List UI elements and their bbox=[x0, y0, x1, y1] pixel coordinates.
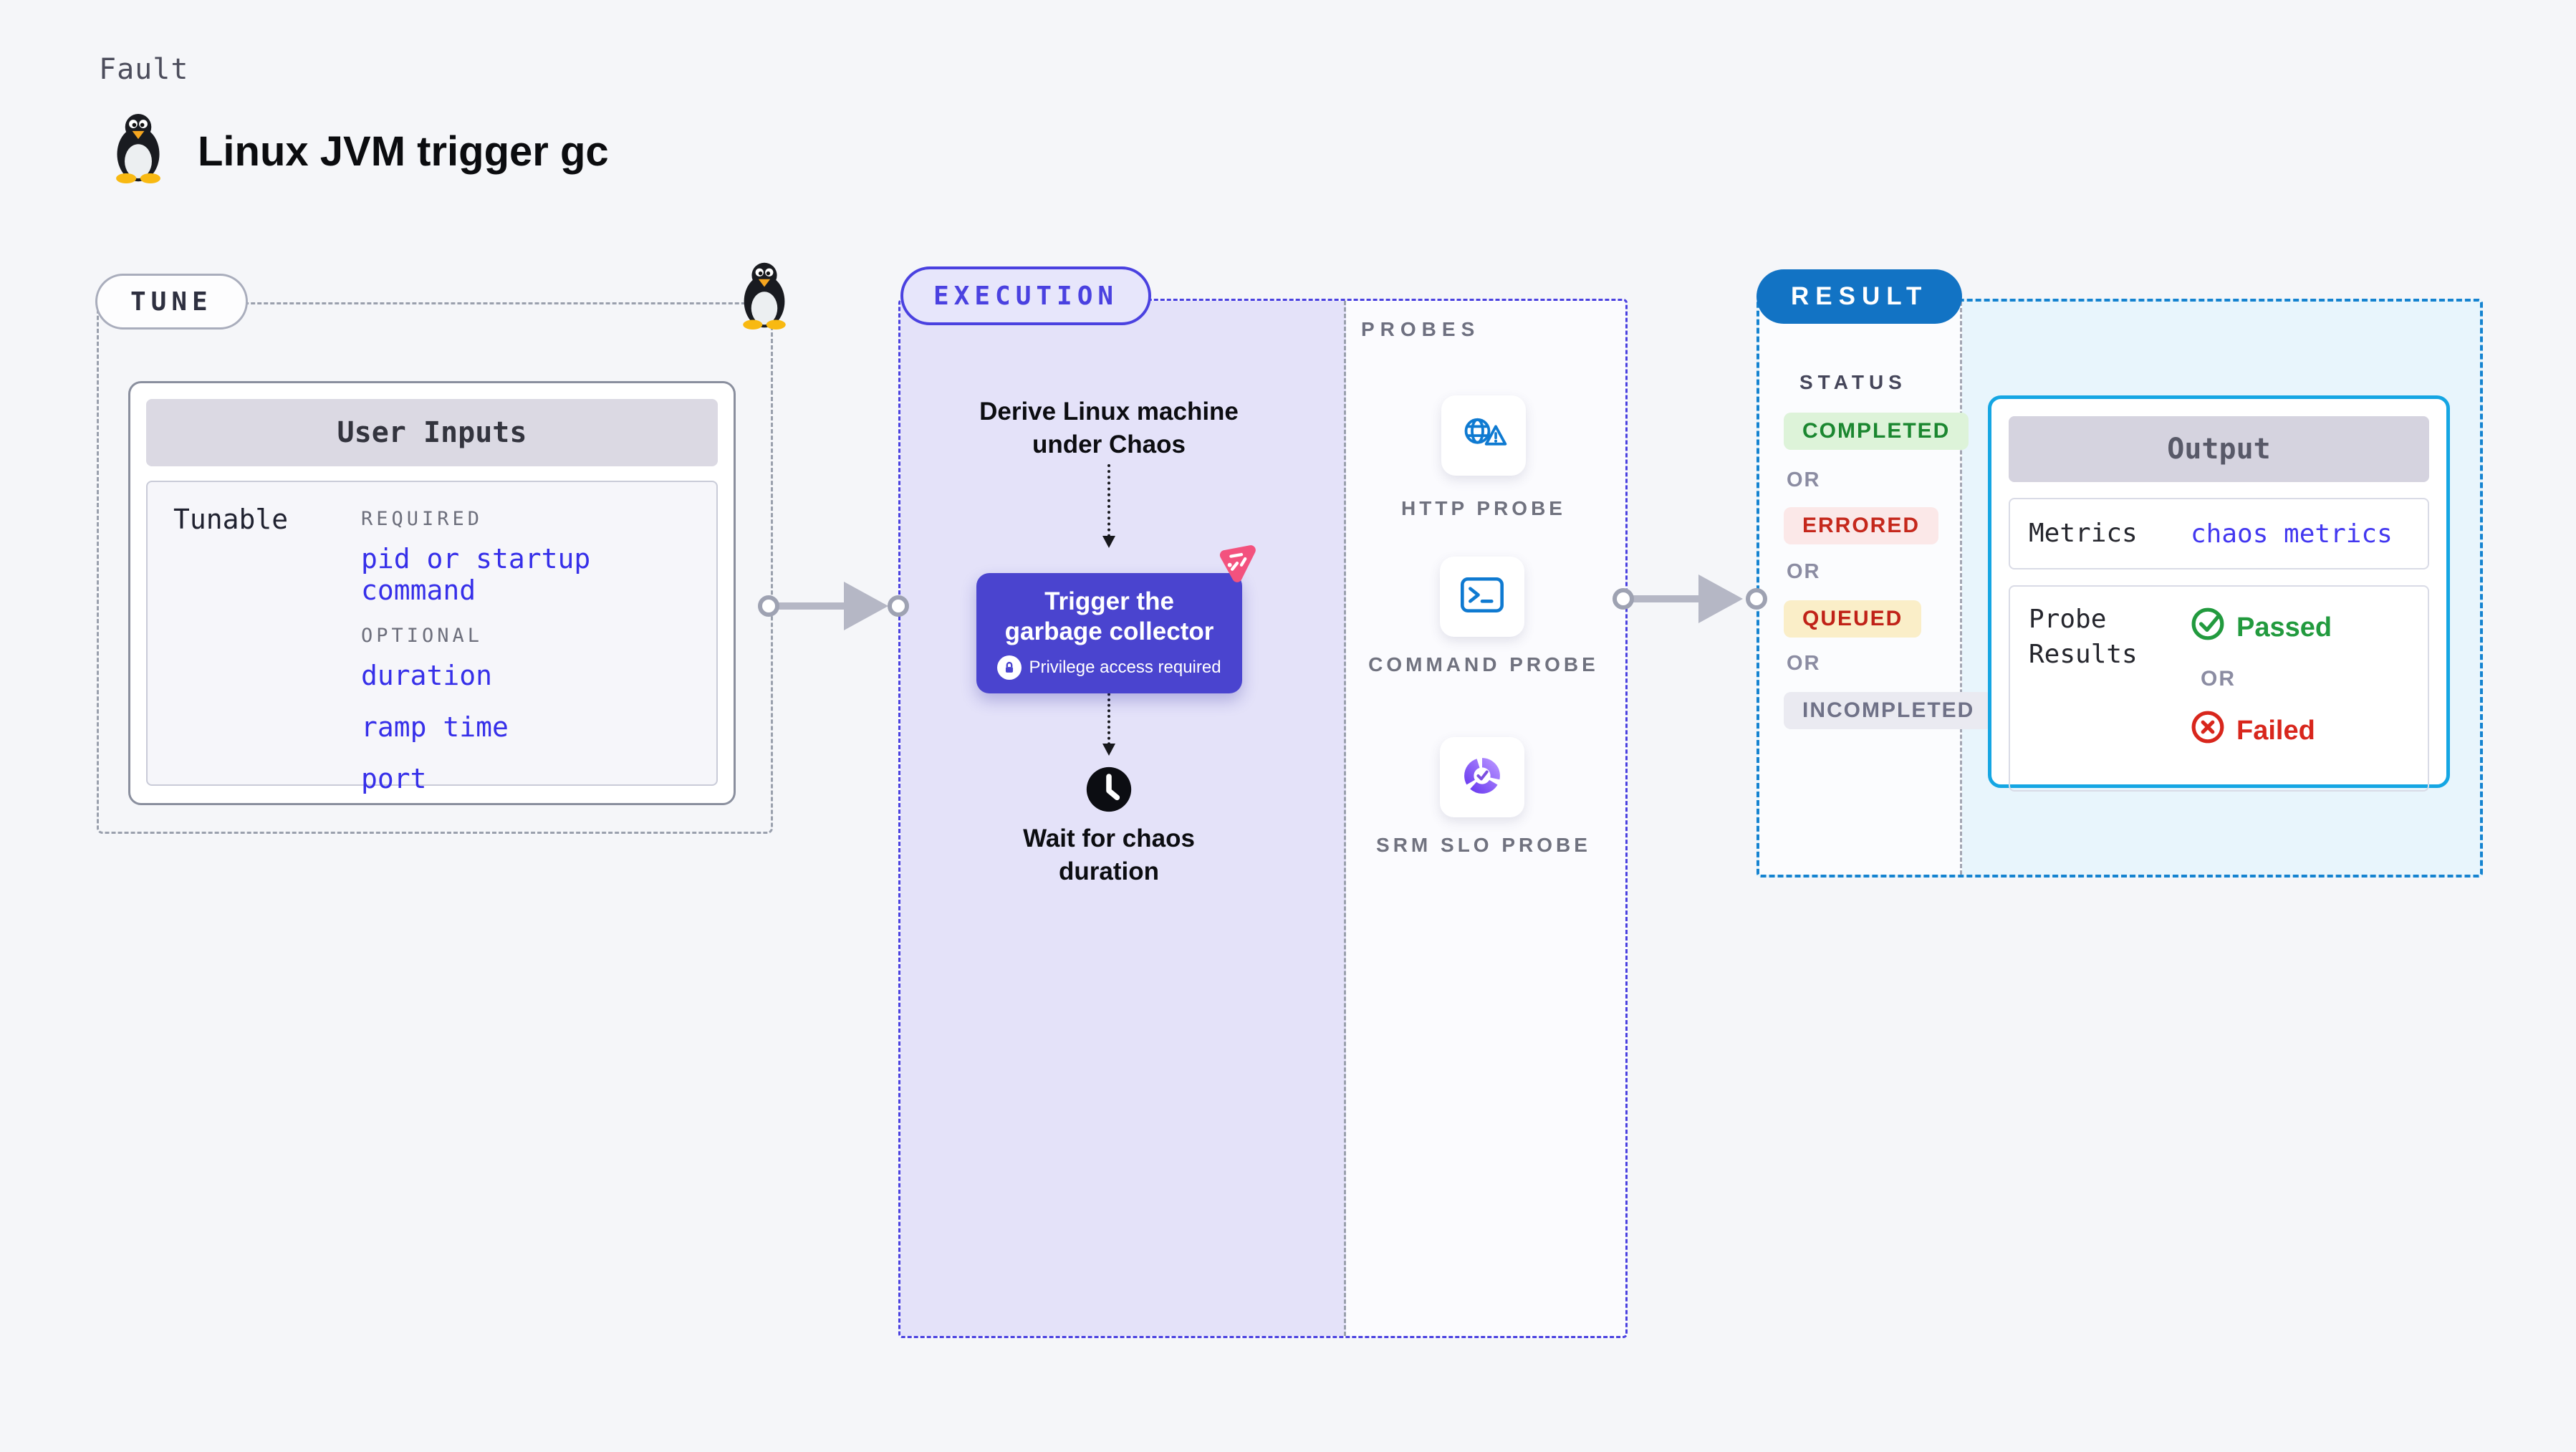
slo-donut-check-icon bbox=[1460, 755, 1504, 800]
terminal-icon bbox=[1460, 577, 1504, 617]
tune-section bbox=[97, 302, 773, 834]
status-badge-queued: QUEUED bbox=[1784, 600, 1922, 638]
arrow-probes-to-result bbox=[1623, 595, 1701, 602]
connector-dot bbox=[1746, 588, 1767, 610]
status-badge-completed: COMPLETED bbox=[1784, 413, 1969, 450]
status-badge-incompleted: INCOMPLETED bbox=[1784, 692, 1994, 729]
srm-slo-probe-card bbox=[1440, 737, 1524, 817]
status-badge-errored: ERRORED bbox=[1784, 507, 1939, 544]
or-separator: OR bbox=[1787, 468, 1821, 491]
http-probe-label: HTTP PROBE bbox=[1401, 497, 1566, 519]
arrowhead-probes-to-result bbox=[1698, 574, 1743, 623]
user-inputs-body: Tunable REQUIRED pid or startup command … bbox=[146, 481, 718, 794]
link-port[interactable]: port bbox=[361, 763, 427, 794]
required-label: REQUIRED bbox=[361, 508, 484, 530]
connector-dot bbox=[758, 595, 779, 617]
flow-arrow-down bbox=[1102, 682, 1115, 756]
derive-step-label: Derive Linux machine under Chaos bbox=[979, 398, 1239, 458]
status-lane bbox=[1759, 302, 1962, 875]
tune-badge: TUNE bbox=[95, 274, 248, 330]
trigger-gc-node: Trigger the garbage collector Privilege … bbox=[976, 573, 1242, 693]
x-circle-icon bbox=[2191, 710, 2225, 751]
command-probe-card bbox=[1440, 557, 1524, 637]
or-separator: OR bbox=[1787, 560, 1821, 583]
chaos-triangle-icon bbox=[1215, 542, 1259, 586]
output-title: Output bbox=[2009, 416, 2429, 482]
user-inputs-card: User Inputs Tunable REQUIRED pid or star… bbox=[128, 381, 736, 805]
command-probe-label: COMMAND PROBE bbox=[1368, 653, 1599, 675]
probe-results-label: Probe Results bbox=[2029, 605, 2138, 669]
link-chaos-metrics[interactable]: chaos metrics bbox=[2191, 519, 2393, 549]
user-inputs-title: User Inputs bbox=[146, 399, 718, 466]
result-badge: RESULT bbox=[1756, 269, 1963, 324]
metrics-row: Metrics chaos metrics bbox=[2009, 498, 2429, 569]
linux-penguin-icon-small bbox=[732, 258, 797, 330]
flow-arrow-down bbox=[1102, 464, 1115, 548]
page-title: Linux JVM trigger gc bbox=[198, 128, 609, 175]
globe-warning-icon bbox=[1460, 415, 1507, 457]
wait-step-label: Wait for chaos duration bbox=[1023, 824, 1195, 885]
lock-icon bbox=[997, 655, 1022, 680]
output-card: Output Metrics chaos metrics Probe Resul… bbox=[1988, 395, 2450, 792]
http-probe-card bbox=[1441, 395, 1526, 476]
trigger-gc-title: Trigger the garbage collector bbox=[1004, 587, 1214, 645]
or-separator: OR bbox=[2201, 667, 2236, 691]
execution-lane bbox=[900, 301, 1346, 1336]
link-ramp-time[interactable]: ramp time bbox=[361, 711, 509, 743]
linux-penguin-icon bbox=[105, 109, 172, 183]
metrics-label: Metrics bbox=[2029, 518, 2138, 548]
srm-slo-probe-label: SRM SLO PROBE bbox=[1376, 834, 1591, 856]
probes-section-label: PROBES bbox=[1361, 318, 1481, 340]
clock-icon bbox=[1085, 765, 1133, 814]
passed-label: Passed bbox=[2236, 612, 2332, 643]
optional-label: OPTIONAL bbox=[361, 625, 484, 647]
connector-dot bbox=[1613, 588, 1634, 610]
arrowhead-tune-to-execution bbox=[844, 582, 888, 630]
fault-kicker: Fault bbox=[99, 53, 189, 86]
link-duration[interactable]: duration bbox=[361, 660, 493, 691]
failed-label: Failed bbox=[2236, 715, 2315, 746]
connector-dot bbox=[888, 595, 909, 617]
link-pid-or-startup-command[interactable]: pid or startup command bbox=[361, 543, 591, 606]
arrow-tune-to-execution bbox=[769, 602, 846, 610]
tunable-label: Tunable bbox=[173, 504, 289, 535]
probe-results-row: Probe Results Passed OR bbox=[2009, 585, 2429, 792]
execution-badge: EXECUTION bbox=[900, 266, 1152, 325]
check-circle-icon bbox=[2191, 607, 2225, 648]
status-heading: STATUS bbox=[1799, 371, 1907, 393]
privilege-note: Privilege access required bbox=[1029, 658, 1221, 677]
or-separator: OR bbox=[1787, 652, 1821, 675]
